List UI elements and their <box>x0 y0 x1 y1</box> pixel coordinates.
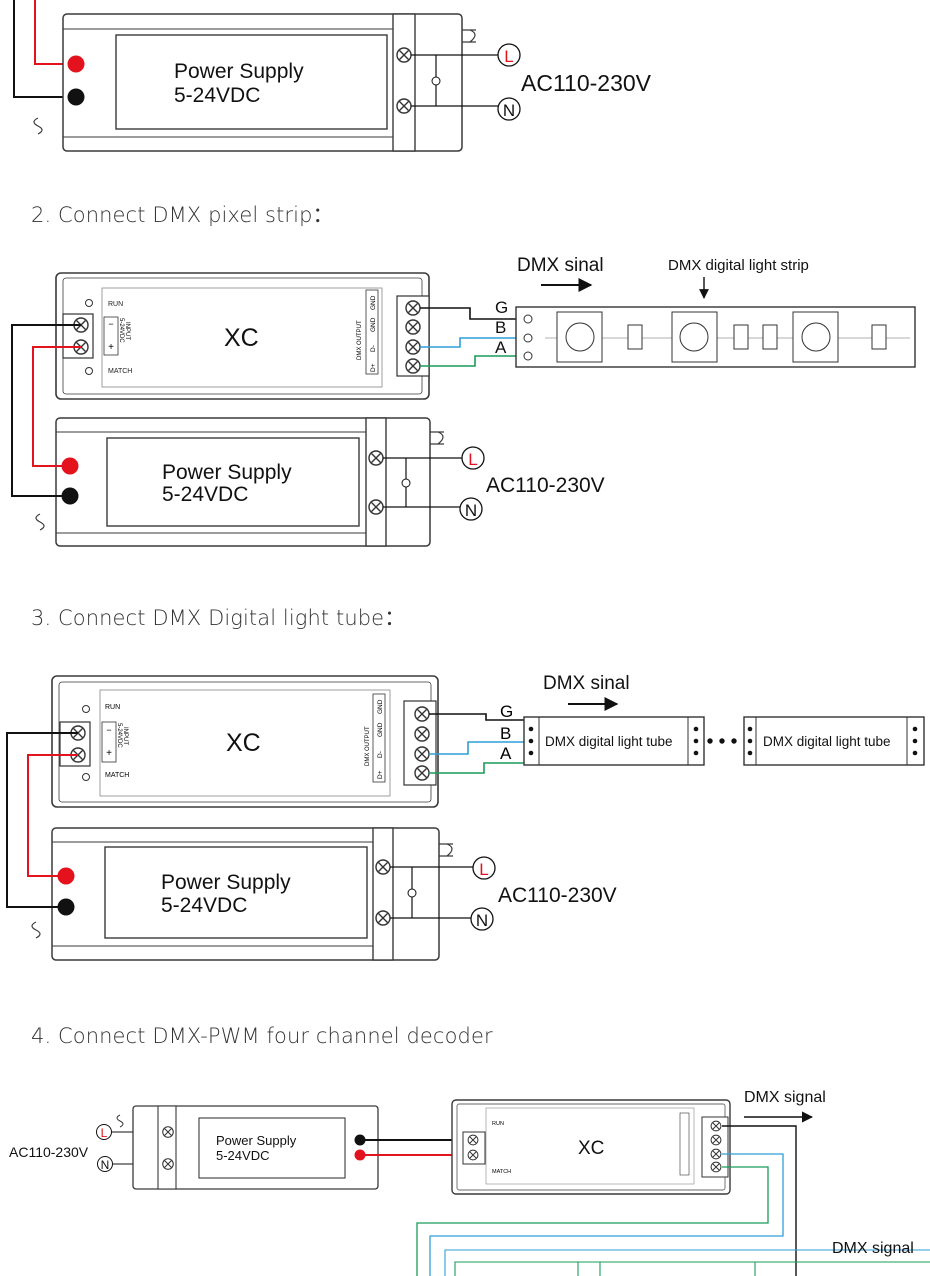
power-supply-voltage: 5-24VDC <box>174 84 260 107</box>
input-plus: + <box>108 342 114 353</box>
mains-voltage-label: AC110-230V <box>498 884 617 907</box>
positive-terminal <box>67 55 85 73</box>
input-label: INPUT <box>124 322 130 340</box>
wire-g-label: G <box>495 298 508 317</box>
tube-label: DMX digital light tube <box>763 734 891 749</box>
power-supply-label: Power Supply <box>162 461 292 484</box>
mains-voltage-label: AC110-230V <box>521 70 652 96</box>
xc-controller: RUN MATCH XC − + INPUT 5-24VDC DMX OUTPU… <box>55 272 430 400</box>
neutral-label: N <box>476 911 488 930</box>
svg-text:GND: GND <box>377 722 384 737</box>
input-minus: − <box>108 319 113 329</box>
input-plus: + <box>106 748 112 759</box>
power-supply-voltage: 5-24VDC <box>161 894 247 917</box>
tube-label: DMX digital light tube <box>545 734 673 749</box>
controller-name: XC <box>226 729 261 757</box>
live-symbol <box>497 43 521 67</box>
section-1-diagram: Power Supply 5-24VDC L N AC110-230V <box>13 0 652 152</box>
section-3-diagram: RUN MATCH XC − + INPUT 5-24VDC DMX OUTPU… <box>6 673 925 961</box>
svg-text:GND: GND <box>377 699 384 714</box>
dmx-pixel-strip <box>515 306 916 368</box>
live-label: L <box>479 860 488 879</box>
input-voltage: 5-24VDC <box>118 318 124 343</box>
svg-text:D-: D- <box>377 751 384 758</box>
power-supply-voltage: 5-24VDC <box>162 483 248 506</box>
strip-title: DMX digital light strip <box>668 257 809 274</box>
neutral-label: N <box>503 101 515 120</box>
mains-voltage-label: AC110-230V <box>486 474 605 497</box>
decoder-signal-label: DMX signal <box>744 1089 826 1106</box>
controller-name: XC <box>578 1138 604 1159</box>
power-supply-label: Power Supply <box>161 871 291 894</box>
section-4-diagram: AC110-230V L N Power Supply 5-24VDC RUN … <box>9 1089 930 1276</box>
tube-signal-label: DMX sinal <box>543 673 630 694</box>
led-chip <box>671 311 718 363</box>
dmx-pin-labels: GND GND D- D+ <box>365 289 379 375</box>
dmx-output-label: DMX OUTPUT <box>357 320 363 360</box>
svg-text:GND: GND <box>370 317 377 332</box>
power-supply-label: Power Supply <box>174 60 304 83</box>
input-minus: − <box>106 725 111 735</box>
dmx-pin-labels: GND GND D- D+ <box>372 693 386 783</box>
wire-b-label: B <box>495 318 506 337</box>
wire-a-label: A <box>500 744 512 763</box>
section-2-heading: 2. Connect DMX pixel strip： <box>31 203 334 227</box>
section-3-heading: 3. Connect DMX Digital light tube： <box>31 606 406 630</box>
decoder-signal-label-2: DMX signal <box>832 1240 914 1257</box>
input-voltage: 5-24VDC <box>116 723 122 748</box>
svg-text:D+: D+ <box>370 363 377 372</box>
dmx-light-tube: DMX digital light tube <box>523 716 705 766</box>
led-chip <box>556 311 603 363</box>
live-label: L <box>468 450 477 469</box>
svg-text:D-: D- <box>370 345 377 352</box>
match-label: MATCH <box>492 1169 511 1175</box>
live-label: L <box>504 47 513 66</box>
section-2-diagram: RUN MATCH XC − + INPUT 5-24VDC DMX OUTPU… <box>11 255 916 547</box>
wire-g-label: G <box>500 702 513 721</box>
run-label: RUN <box>105 704 120 711</box>
dmx-light-tube: DMX digital light tube <box>743 716 925 766</box>
led-chip <box>792 311 839 363</box>
power-supply: Power Supply 5-24VDC <box>33 13 476 152</box>
svg-text:D+: D+ <box>377 770 384 779</box>
xc-controller: RUN MATCH XC <box>451 1099 731 1195</box>
run-label: RUN <box>492 1121 504 1127</box>
svg-text:GND: GND <box>370 295 377 310</box>
negative-terminal <box>67 88 85 106</box>
dmx-output-label: DMX OUTPUT <box>365 726 371 766</box>
neutral-label: N <box>101 1158 110 1172</box>
neutral-label: N <box>465 501 477 520</box>
power-supply: Power Supply 5-24VDC <box>35 417 444 547</box>
mains-voltage-label: AC110-230V <box>9 1144 89 1160</box>
match-label: MATCH <box>105 772 129 779</box>
wire-b-label: B <box>500 724 511 743</box>
strip-signal-label: DMX sinal <box>517 255 604 276</box>
section-4-heading: 4. Connect DMX-PWM four channel decoder <box>31 1024 493 1048</box>
power-supply: Power Supply 5-24VDC <box>116 1105 379 1190</box>
neutral-symbol <box>497 97 521 121</box>
controller-name: XC <box>224 324 259 352</box>
power-supply-label: Power Supply <box>216 1133 297 1148</box>
run-label: RUN <box>108 301 123 308</box>
match-label: MATCH <box>108 368 132 375</box>
wire-a-label: A <box>495 338 507 357</box>
input-label: INPUT <box>122 727 128 745</box>
power-supply: Power Supply 5-24VDC <box>31 827 453 961</box>
xc-controller: RUN MATCH XC − + INPUT 5-24VDC DMX OUTPU… <box>51 675 439 808</box>
power-supply-voltage: 5-24VDC <box>216 1148 269 1163</box>
live-label: L <box>101 1126 108 1140</box>
